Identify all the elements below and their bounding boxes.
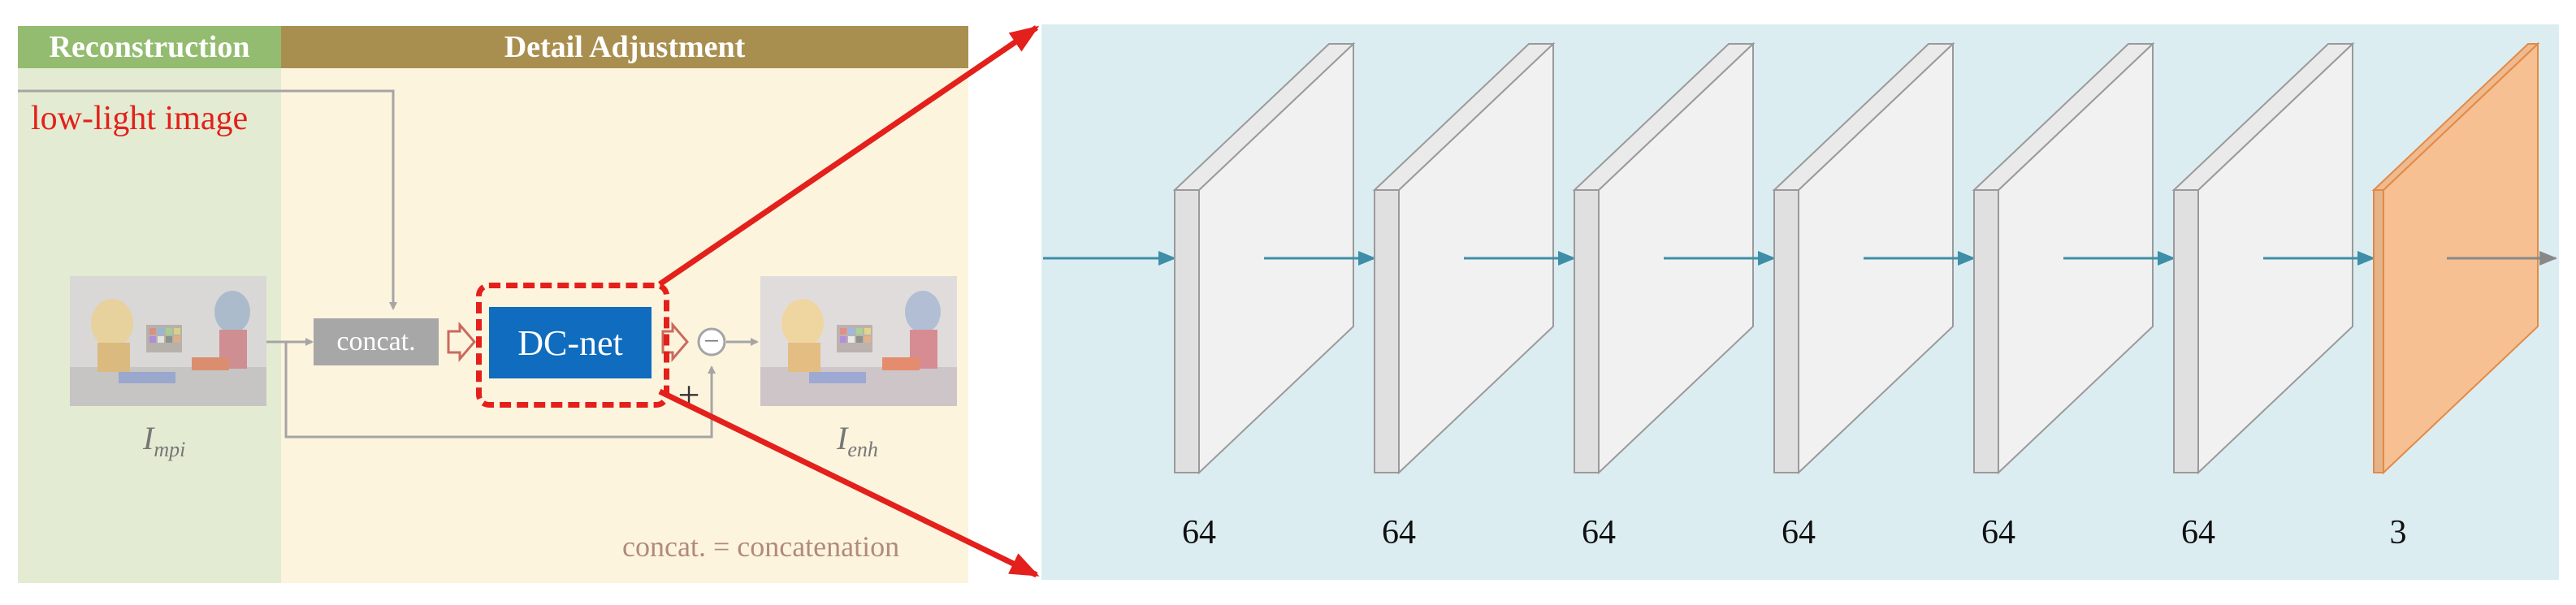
subtract-sign: − xyxy=(704,326,719,357)
dcnet-block: DC-net xyxy=(489,307,652,378)
layer-channel-label: 64 xyxy=(1782,514,1816,551)
layer-channel-label: 64 xyxy=(1981,514,2015,551)
toy-scene-illustration xyxy=(70,276,266,406)
layer-channel-label: 64 xyxy=(1382,514,1416,551)
toy-scene-illustration xyxy=(760,276,957,406)
layer-channel-label: 64 xyxy=(1182,514,1216,551)
input-image xyxy=(70,276,266,406)
layer-channel-label: 3 xyxy=(2389,514,2407,551)
subtract-operator xyxy=(697,327,726,357)
output-image xyxy=(760,276,957,406)
zoom-arrow-bottom xyxy=(658,388,1040,578)
layer-channel-label: 64 xyxy=(1582,514,1616,551)
footnote: concat. = concatenation xyxy=(622,530,900,563)
concat-to-dcnet-arrow xyxy=(447,321,476,363)
reconstruction-header: Reconstruction xyxy=(18,26,281,68)
detail-adjustment-header: Detail Adjustment xyxy=(281,26,968,68)
zoom-arrow-top xyxy=(658,25,1040,287)
layer-channel-label: 64 xyxy=(2181,514,2215,551)
low-light-image-label: low-light image xyxy=(31,100,249,137)
input-image-label: Impi xyxy=(143,420,186,461)
output-image-label: Ienh xyxy=(837,420,878,461)
skip-connection-arrow xyxy=(284,342,716,439)
concat-block: concat. xyxy=(314,318,439,365)
dcnet-highlight-frame xyxy=(476,283,669,408)
lowlight-feed-arrow xyxy=(18,89,397,310)
